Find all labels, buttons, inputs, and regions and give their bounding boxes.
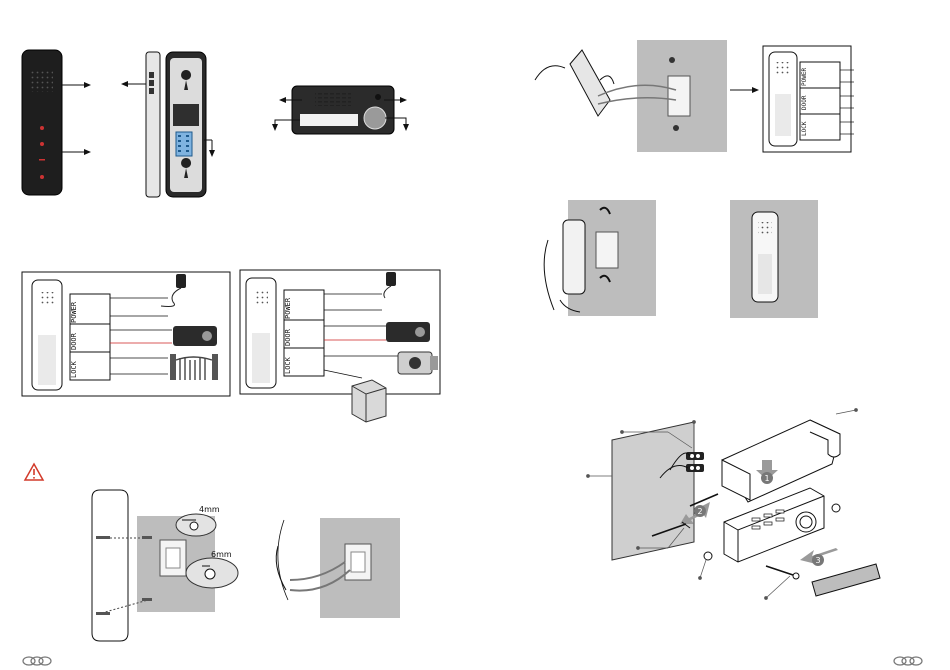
power-adapter bbox=[176, 274, 186, 288]
step-badge-3: 3 bbox=[800, 548, 838, 566]
screw-icon bbox=[96, 612, 110, 615]
terminal-label-lock-b: LOCK bbox=[284, 356, 292, 374]
chain-link-icon bbox=[23, 657, 51, 665]
step-number-1: 1 bbox=[765, 474, 770, 483]
outdoor-unit-front bbox=[275, 86, 406, 134]
step-number-3: 3 bbox=[816, 556, 821, 565]
wiring-diagram-lock: POWER DOOR LOCK bbox=[240, 270, 440, 422]
cover-plate bbox=[812, 564, 880, 596]
terminal-label-door-b: DOOR bbox=[284, 328, 292, 346]
lock-relay-icon bbox=[352, 380, 386, 422]
terminal-label-power-c: POWER bbox=[801, 68, 808, 86]
screw-icon bbox=[766, 566, 799, 579]
screw-icon bbox=[704, 552, 712, 560]
chain-link-icon bbox=[894, 657, 922, 665]
step-number-2: 2 bbox=[698, 507, 703, 516]
wall-mounting-diagram: 4mm 6mm bbox=[92, 490, 238, 641]
wiring-diagram-gate: POWER DOOR LOCK bbox=[22, 272, 230, 396]
monitor-side-view bbox=[122, 52, 160, 197]
speaker-grille bbox=[31, 70, 53, 92]
monitor-front-view bbox=[22, 50, 90, 195]
warning-icon bbox=[25, 464, 43, 480]
power-adapter-b bbox=[386, 272, 396, 286]
terminal-label-power-b: POWER bbox=[284, 297, 292, 319]
terminal-label-door: DOOR bbox=[70, 332, 78, 350]
terminal-label-door-c: DOOR bbox=[801, 95, 808, 110]
terminal-label-power: POWER bbox=[70, 301, 78, 323]
monitor-back-view bbox=[166, 52, 212, 197]
electric-lock-icon bbox=[398, 352, 438, 374]
drill-size-small: 4mm bbox=[199, 505, 220, 514]
screw-icon bbox=[832, 504, 840, 512]
screw-icon bbox=[142, 598, 152, 601]
screw-icon bbox=[142, 536, 152, 539]
rain-cover-exploded-view: 1 2 3 bbox=[587, 409, 881, 600]
terminal-label-lock: LOCK bbox=[70, 360, 78, 378]
terminal-label-lock-c: LOCK bbox=[801, 121, 808, 136]
screw-icon bbox=[96, 536, 110, 539]
wiring-insertion-diagram: POWER DOOR LOCK bbox=[535, 40, 854, 152]
cable-connection-diagram bbox=[276, 518, 400, 618]
drill-size-large: 6mm bbox=[211, 550, 232, 559]
monitor-hanging-diagram bbox=[544, 200, 818, 318]
